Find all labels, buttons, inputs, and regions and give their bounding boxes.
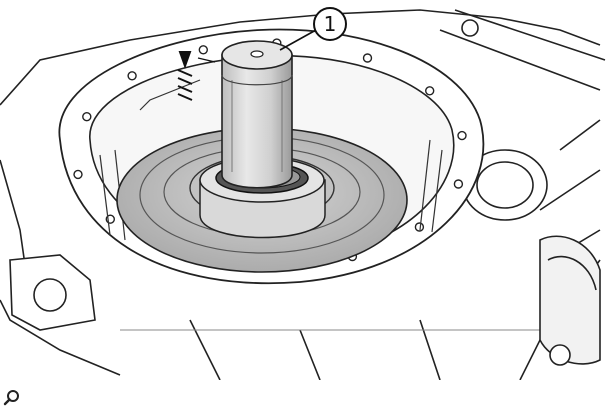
bolt-hole (362, 53, 373, 63)
technical-illustration: 1 (0, 7, 606, 381)
bolt-hole (457, 130, 467, 141)
bolt-hole (82, 111, 92, 122)
bolt-hole (453, 179, 464, 189)
magnifier-icon[interactable] (2, 388, 22, 408)
alignment-mark (177, 51, 216, 101)
bolt-hole (414, 222, 425, 232)
bolt-hole (73, 169, 83, 180)
left-lug (9, 254, 96, 331)
callout-1: 1 (279, 7, 347, 51)
callout-1-label: 1 (324, 12, 337, 36)
right-components (461, 19, 601, 366)
bolt-hole (127, 71, 137, 81)
shaft (221, 40, 293, 189)
gearbox-housing-drawing: 1 (0, 7, 606, 381)
bolt-hole (198, 45, 209, 55)
bolt-hole (425, 86, 435, 96)
